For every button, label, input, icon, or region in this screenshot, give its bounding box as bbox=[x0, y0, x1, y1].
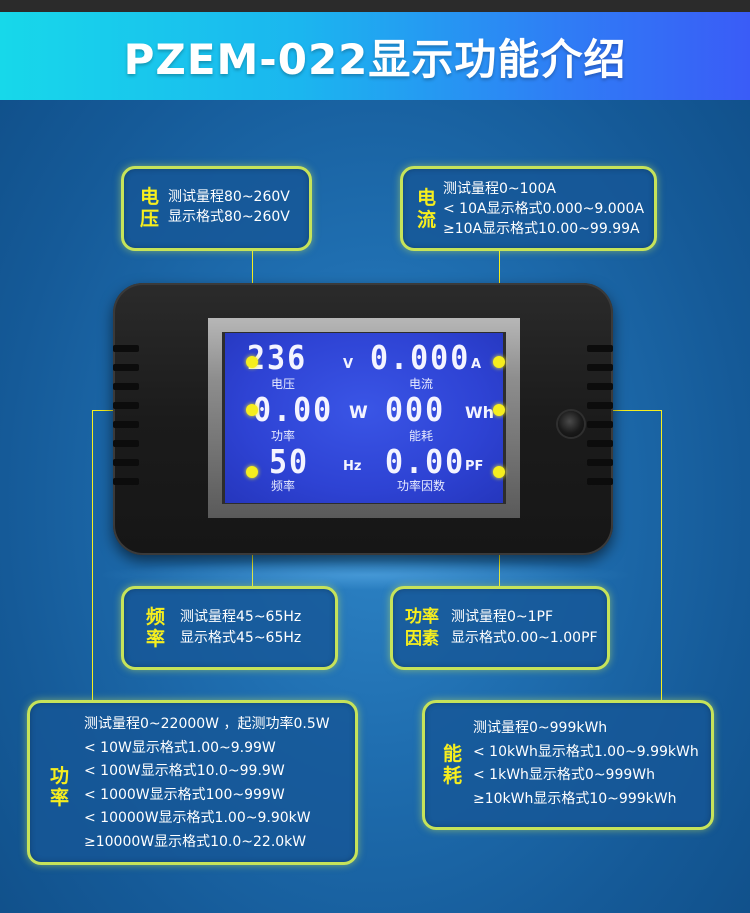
frequency-specs: 测试量程45~65Hz 显示格式45~65Hz bbox=[180, 609, 302, 646]
reset-button[interactable] bbox=[558, 411, 584, 437]
lcd-pf-value: 0.00 bbox=[385, 443, 466, 482]
lcd-voltage-unit: V bbox=[343, 357, 354, 372]
right-vents bbox=[587, 345, 613, 497]
dot-power bbox=[246, 404, 258, 416]
lcd-frequency-value: 50 bbox=[269, 443, 310, 482]
lcd-energy-unit: Wh bbox=[465, 403, 495, 422]
energy-specs: 测试量程0~999kWh < 10kWh显示格式1.00~9.99kWh < 1… bbox=[473, 720, 699, 807]
lcd-screen: 236 V 电压 0.000 A 电流 0.00 W 功率 000 Wh 能耗 … bbox=[225, 333, 503, 503]
left-vents bbox=[113, 345, 139, 497]
lcd-current-label: 电流 bbox=[409, 377, 434, 391]
lcd-frequency-label: 频率 bbox=[271, 479, 296, 493]
lcd-power-unit: W bbox=[349, 403, 368, 423]
energy-tag: 能 耗 bbox=[443, 743, 463, 787]
lcd-power-label: 功率 bbox=[271, 429, 296, 443]
current-callout: 电 流 测试量程0~100A < 10A显示格式0.000~9.000A ≥10… bbox=[400, 166, 657, 251]
energy-callout: 能 耗 测试量程0~999kWh < 10kWh显示格式1.00~9.99kWh… bbox=[422, 700, 714, 830]
lcd-energy-value: 000 bbox=[385, 391, 446, 430]
meter-glow bbox=[95, 560, 635, 590]
lcd-current-value: 0.000 bbox=[370, 339, 471, 378]
voltage-specs: 测试量程80~260V 显示格式80~260V bbox=[168, 189, 290, 225]
voltage-callout: 电 压 测试量程80~260V 显示格式80~260V bbox=[121, 166, 312, 251]
lcd-energy-label: 能耗 bbox=[409, 429, 434, 443]
page-title: PZEM-022显示功能介绍 bbox=[123, 34, 627, 84]
lcd-pf-unit: PF bbox=[465, 459, 484, 474]
power-tag: 功 率 bbox=[50, 765, 70, 809]
dot-pf bbox=[493, 466, 505, 478]
power-callout: 功 率 测试量程0~22000W ，起测功率0.5W < 10W显示格式1.00… bbox=[27, 700, 358, 865]
connector-energy-v bbox=[661, 410, 662, 700]
dot-frequency bbox=[246, 466, 258, 478]
power-factor-callout: 功率 因素 测试量程0~1PF 显示格式0.00~1.00PF bbox=[390, 586, 610, 670]
frequency-callout: 频 率 测试量程45~65Hz 显示格式45~65Hz bbox=[121, 586, 338, 670]
voltage-tag: 电 压 bbox=[140, 186, 160, 230]
connector-power-v bbox=[92, 410, 93, 702]
power-factor-tag: 功率 因素 bbox=[405, 607, 439, 649]
dot-voltage bbox=[246, 356, 258, 368]
current-specs: 测试量程0~100A < 10A显示格式0.000~9.000A ≥10A显示格… bbox=[443, 181, 645, 237]
dot-current bbox=[493, 356, 505, 368]
lcd-power-value: 0.00 bbox=[253, 391, 334, 430]
lcd-voltage-label: 电压 bbox=[271, 377, 296, 391]
lcd-current-unit: A bbox=[471, 357, 482, 372]
lcd-pf-label: 功率因数 bbox=[397, 479, 446, 493]
dot-energy bbox=[493, 404, 505, 416]
power-specs: 测试量程0~22000W ，起测功率0.5W < 10W显示格式1.00~9.9… bbox=[84, 716, 330, 850]
meter-device: 236 V 电压 0.000 A 电流 0.00 W 功率 000 Wh 能耗 … bbox=[113, 283, 613, 555]
title-banner: PZEM-022显示功能介绍 bbox=[0, 12, 750, 100]
current-tag: 电 流 bbox=[417, 187, 437, 231]
lcd-frequency-unit: Hz bbox=[343, 459, 362, 474]
top-strip bbox=[0, 0, 750, 12]
power-factor-specs: 测试量程0~1PF 显示格式0.00~1.00PF bbox=[451, 609, 598, 646]
frequency-tag: 频 率 bbox=[146, 606, 166, 650]
